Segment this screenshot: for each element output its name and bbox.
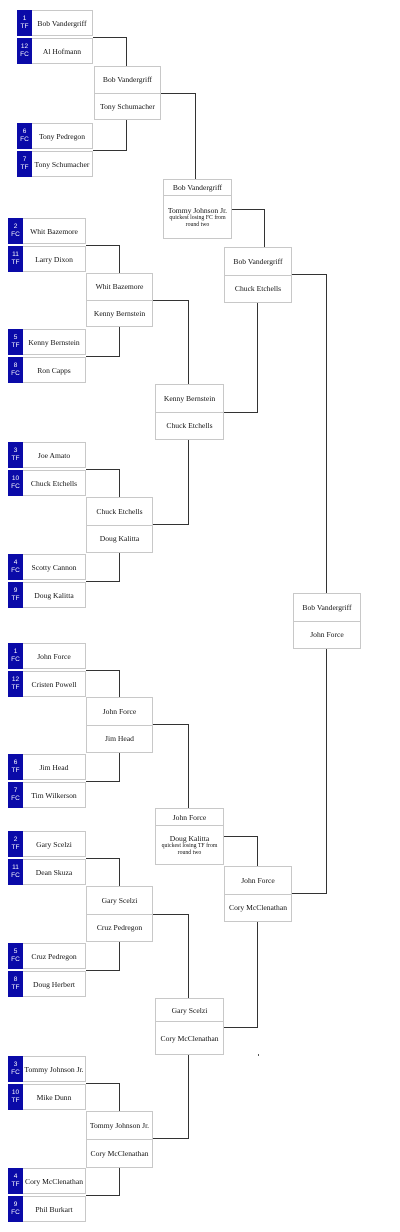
opponent-name: Chuck Etchells xyxy=(225,274,291,303)
semifinal-match: Bob Vandergriff Chuck Etchells xyxy=(224,247,292,303)
opponent-name: Tommy Johnson Jr. quickest losing FC fro… xyxy=(164,195,231,238)
opponent-name: Cory McClenathan xyxy=(225,893,291,922)
competitor-name: Doug Kalitta xyxy=(23,582,86,608)
competitor-name: Gary Scelzi xyxy=(23,831,86,857)
competitor-name: Cruz Pedregon xyxy=(23,943,86,969)
competitor-name: Doug Herbert xyxy=(23,971,86,997)
winner-name: Bob Vandergriff xyxy=(233,256,283,266)
winner-name: Gary Scelzi xyxy=(171,1005,208,1015)
qualifier-note: quickest losing FC from round two xyxy=(169,214,226,228)
round2-match: Gary Scelzi Cruz Pedregon xyxy=(86,886,153,942)
winner-name: Whit Bazemore xyxy=(95,282,144,292)
competitor-name: Dean Skuza xyxy=(23,859,86,885)
opponent-name: Chuck Etchells xyxy=(156,411,223,440)
competitor-name: John Force xyxy=(23,643,86,669)
qualifier-note: quickest losing TF from round two xyxy=(161,842,218,856)
competitor-name: Tony Pedregon xyxy=(32,123,93,149)
round3-match: John Force Doug Kalitta quickest losing … xyxy=(155,808,224,865)
opponent-name: Cruz Pedregon xyxy=(87,913,152,942)
winner-name: Bob Vandergriff xyxy=(102,75,153,85)
opponent-name: Tony Schumacher xyxy=(95,92,160,120)
round2-match: John Force Jim Head xyxy=(86,697,153,753)
competitor-name: Ron Capps xyxy=(23,357,86,383)
champion-name: Bob Vandergriff xyxy=(302,602,352,612)
round2-match: Bob Vandergriff Tony Schumacher xyxy=(94,66,161,120)
competitor-name: Tony Schumacher xyxy=(32,151,93,177)
opponent-name: Doug Kalitta xyxy=(87,524,152,553)
winner-name: Gary Scelzi xyxy=(101,895,138,905)
opponent-name: Cory McClenathan xyxy=(156,1021,223,1054)
opponent-name: Jim Head xyxy=(87,724,152,753)
competitor-name: Whit Bazemore xyxy=(23,218,86,244)
opponent-name: Doug Kalitta quickest losing TF from rou… xyxy=(156,825,223,864)
competitor-name: Tommy Johnson Jr. xyxy=(23,1056,86,1082)
opponent-label: Doug Kalitta xyxy=(169,833,210,843)
round2-match: Tommy Johnson Jr. Cory McClenathan xyxy=(86,1111,153,1168)
round3-match: Bob Vandergriff Tommy Johnson Jr. quicke… xyxy=(163,179,232,239)
competitor-name: Kenny Bernstein xyxy=(23,329,86,355)
semifinal-match: John Force Cory McClenathan xyxy=(224,866,292,922)
round2-match: Chuck Etchells Doug Kalitta xyxy=(86,497,153,553)
competitor-name: Bob Vandergriff xyxy=(32,10,93,36)
runner-up-name: John Force xyxy=(294,620,360,649)
competitor-name: Tim Wilkerson xyxy=(23,782,86,808)
final-match: Bob Vandergriff John Force xyxy=(293,593,361,649)
competitor-name: Larry Dixon xyxy=(23,246,86,272)
round3-match: Kenny Bernstein Chuck Etchells xyxy=(155,384,224,440)
competitor-name: Cory McClenathan xyxy=(23,1168,86,1194)
competitor-name: Mike Dunn xyxy=(23,1084,86,1110)
round3-match: Gary Scelzi Cory McClenathan xyxy=(155,998,224,1055)
stray-dot xyxy=(258,1054,259,1056)
winner-name: Tommy Johnson Jr. xyxy=(89,1121,150,1130)
competitor-name: Jim Head xyxy=(23,754,86,780)
competitor-name: Joe Amato xyxy=(23,442,86,468)
winner-name: John Force xyxy=(102,706,137,716)
competitor-name: Chuck Etchells xyxy=(23,470,86,496)
winner-name: John Force xyxy=(172,812,207,822)
opponent-label: Tommy Johnson Jr. xyxy=(167,205,228,215)
opponent-name: Kenny Bernstein xyxy=(87,299,152,327)
opponent-name: Cory McClenathan xyxy=(87,1139,152,1167)
competitor-name: Al Hofmann xyxy=(32,38,93,64)
winner-name: Bob Vandergriff xyxy=(172,183,223,192)
competitor-name: Scotty Cannon xyxy=(23,554,86,580)
competitor-name: Phil Burkart xyxy=(23,1196,86,1222)
winner-name: Kenny Bernstein xyxy=(163,393,216,403)
winner-name: John Force xyxy=(241,875,275,885)
round2-match: Whit Bazemore Kenny Bernstein xyxy=(86,273,153,327)
winner-name: Chuck Etchells xyxy=(96,506,143,516)
competitor-name: Cristen Powell xyxy=(23,671,86,697)
